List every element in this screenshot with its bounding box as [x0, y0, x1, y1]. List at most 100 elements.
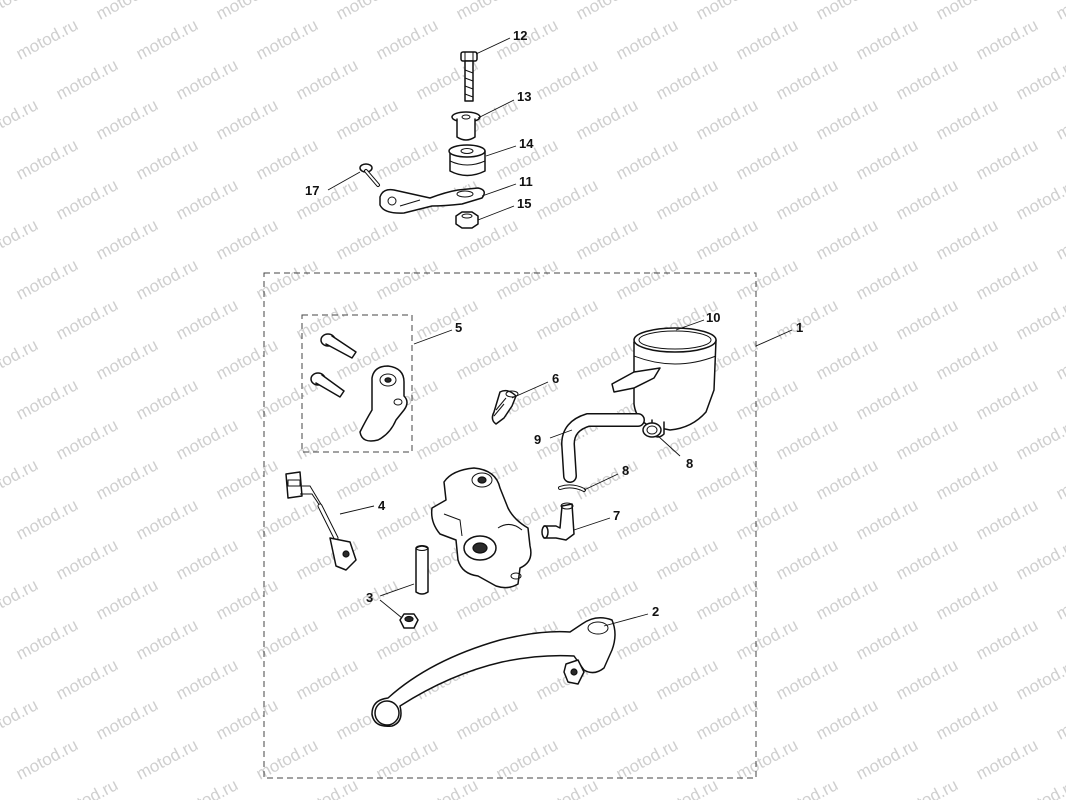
watermark-text: motod.ru [733, 135, 801, 183]
watermark-text: motod.ru [933, 455, 1001, 503]
watermark-text: motod.ru [0, 535, 1, 583]
watermark-text: motod.ru [13, 15, 81, 63]
watermark-text: motod.ru [333, 455, 401, 503]
watermark-text: motod.ru [253, 375, 321, 423]
callout-2: 2 [652, 604, 659, 619]
part-17-small-bolt [359, 163, 380, 187]
watermark-text: motod.ru [213, 695, 281, 743]
watermark-text: motod.ru [293, 55, 361, 103]
watermark-text: motod.ru [933, 215, 1001, 263]
watermark-text: motod.ru [613, 735, 681, 783]
watermark-text: motod.ru [573, 0, 641, 24]
watermark-text: motod.ru [933, 0, 1001, 24]
part-5-clamp-kit [310, 333, 408, 442]
part-7-elbow-fitting [541, 502, 575, 541]
watermark-text: motod.ru [253, 615, 321, 663]
watermark-text: motod.ru [813, 335, 881, 383]
watermark-text: motod.ru [0, 655, 1, 703]
part-10-reservoir [611, 327, 717, 438]
watermark-text: motod.ru [973, 15, 1041, 63]
watermark-text: motod.ru [773, 535, 841, 583]
watermark-text: motod.ru [733, 15, 801, 63]
watermark-text: motod.ru [893, 415, 961, 463]
clamp-kit-box [301, 314, 413, 453]
watermark-text: motod.ru [1053, 215, 1066, 263]
watermark-text: motod.ru [613, 135, 681, 183]
watermark-text: motod.ru [533, 175, 601, 223]
watermark-text: motod.ru [813, 455, 881, 503]
callout-8-upper: 8 [686, 456, 693, 471]
callout-15: 15 [517, 196, 531, 211]
watermark-text: motod.ru [853, 615, 921, 663]
watermark-text: motod.ru [93, 575, 161, 623]
part-12-bolt [460, 51, 478, 102]
watermark-text: motod.ru [693, 455, 761, 503]
watermark-text: motod.ru [0, 0, 41, 24]
watermark-text: motod.ru [493, 255, 561, 303]
watermark-text: motod.ru [13, 495, 81, 543]
watermark-text: motod.ru [0, 295, 1, 343]
watermark-text: motod.ru [813, 95, 881, 143]
watermark-text: motod.ru [13, 375, 81, 423]
watermark-text: motod.ru [13, 735, 81, 783]
watermark-text: motod.ru [213, 215, 281, 263]
watermark-text: motod.ru [293, 415, 361, 463]
watermark-text: motod.ru [893, 775, 961, 800]
watermark-text: motod.ru [693, 215, 761, 263]
watermark-text: motod.ru [853, 375, 921, 423]
watermark-text: motod.ru [133, 615, 201, 663]
watermark-text: motod.ru [1053, 695, 1066, 743]
watermark-text: motod.ru [93, 455, 161, 503]
watermark-text: motod.ru [13, 255, 81, 303]
watermark-text: motod.ru [813, 575, 881, 623]
callout-5: 5 [455, 320, 462, 335]
watermark-text: motod.ru [0, 575, 41, 623]
watermark-text: motod.ru [213, 335, 281, 383]
watermark-text: motod.ru [173, 415, 241, 463]
watermark-text: motod.ru [53, 295, 121, 343]
watermark-text: motod.ru [0, 695, 41, 743]
watermark-text: motod.ru [693, 575, 761, 623]
watermark-text: motod.ru [693, 0, 761, 24]
watermark-text: motod.ru [173, 55, 241, 103]
callout-1: 1 [796, 320, 803, 335]
watermark-text: motod.ru [133, 375, 201, 423]
watermark-text: motod.ru [773, 55, 841, 103]
watermark-text: motod.ru [1053, 335, 1066, 383]
watermark-text: motod.ru [373, 135, 441, 183]
watermark-text: motod.ru [173, 655, 241, 703]
watermark-text: motod.ru [733, 255, 801, 303]
watermark-text: motod.ru [133, 255, 201, 303]
callout-13: 13 [517, 89, 531, 104]
watermark-text: motod.ru [1013, 535, 1066, 583]
watermark-text: motod.ru [53, 55, 121, 103]
callout-3: 3 [366, 590, 373, 605]
watermark-text: motod.ru [53, 535, 121, 583]
watermark-text: motod.ru [973, 135, 1041, 183]
watermark-text: motod.ru [973, 615, 1041, 663]
watermark-text: motod.ru [0, 455, 41, 503]
watermark-text: motod.ru [893, 175, 961, 223]
callout-12: 12 [513, 28, 527, 43]
watermark-text: motod.ru [133, 135, 201, 183]
part-9-hose [560, 413, 645, 483]
watermark-text: motod.ru [333, 95, 401, 143]
watermark-text: motod.ru [293, 175, 361, 223]
part-3-pivot-pin-nut [399, 545, 429, 629]
watermark-text: motod.ru [933, 335, 1001, 383]
watermark-text: motod.ru [0, 55, 1, 103]
watermark-text: motod.ru [773, 655, 841, 703]
watermark-text: motod.ru [253, 495, 321, 543]
watermark-text: motod.ru [573, 95, 641, 143]
watermark-text: motod.ru [1053, 0, 1066, 24]
watermark-text: motod.ru [853, 495, 921, 543]
watermark-text: motod.ru [293, 655, 361, 703]
watermark-text: motod.ru [373, 255, 441, 303]
callout-14: 14 [519, 136, 534, 151]
watermark-text: motod.ru [413, 415, 481, 463]
watermark-text: motod.ru [133, 495, 201, 543]
watermark-text: motod.ru [0, 415, 1, 463]
assembly-boundary-box [263, 272, 757, 779]
